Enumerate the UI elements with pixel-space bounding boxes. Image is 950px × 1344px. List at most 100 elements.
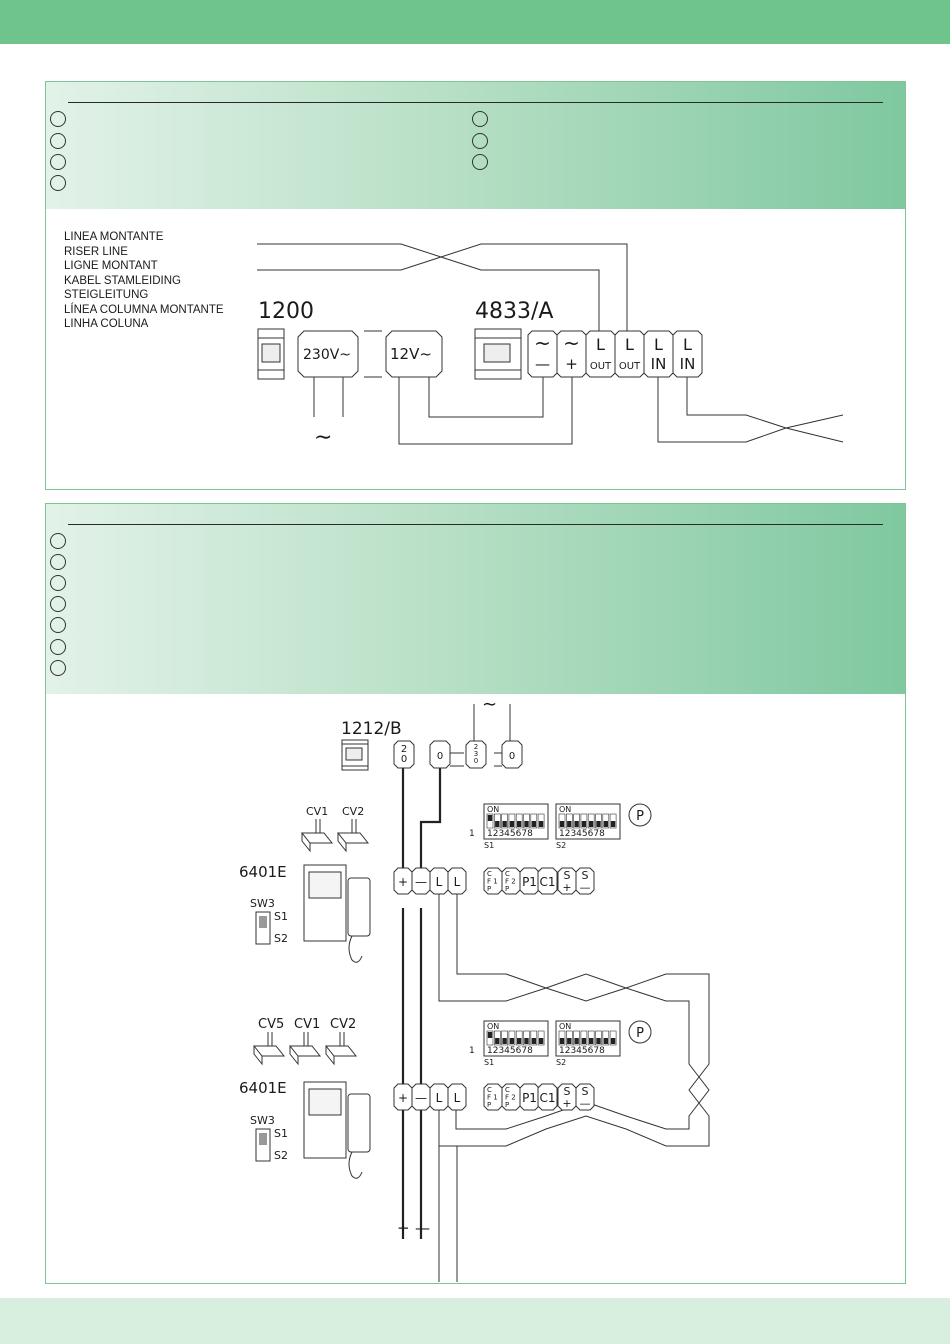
dip-index: 1 <box>469 829 475 839</box>
monitor-terminal: L <box>447 867 467 895</box>
terminal-top-label: L <box>683 335 692 354</box>
header-bar <box>0 0 950 44</box>
riser-label: LIGNE MONTANT <box>64 260 158 272</box>
riser-label: LINHA COLUNA <box>64 318 149 330</box>
distributor-4833-icon <box>474 328 522 380</box>
footer-bar <box>0 1298 950 1344</box>
psu-output-terminal <box>385 330 443 378</box>
mains-symbol: ∼ <box>314 425 332 450</box>
monitor2-icon <box>303 1081 371 1179</box>
language-bullet <box>50 660 66 676</box>
terminal-label: C <box>505 870 510 878</box>
dip-numbers: 12345678 <box>487 829 533 839</box>
monitor-terminal: P1 <box>519 1083 540 1111</box>
terminal-label: P <box>505 885 509 893</box>
terminal-top-label: ~ <box>534 331 551 355</box>
riser-label: KABEL STAMLEIDING <box>64 274 181 287</box>
switch-pos-s1: S1 <box>274 910 288 923</box>
monitor-terminal: C1 <box>537 1083 558 1111</box>
terminal-label: C1 <box>539 1091 555 1105</box>
call-button-label: CV2 <box>330 1017 356 1032</box>
psu-1212b-label: 1212/B <box>341 719 402 739</box>
dip-on-label: ON <box>487 1022 499 1031</box>
sw3-switch-knob <box>259 1133 267 1145</box>
terminal-bottom-label: IN <box>680 355 696 373</box>
p-label: P <box>636 809 644 824</box>
call-button-label: CV1 <box>294 1017 320 1032</box>
dip-numbers: 12345678 <box>487 1046 533 1056</box>
dip-index: 1 <box>469 1046 475 1056</box>
switch-pos-s1: S1 <box>274 1127 288 1140</box>
distributor-terminal: ~+ <box>556 330 587 378</box>
dip-numbers: 12345678 <box>559 1046 605 1056</box>
multilingual-text-band <box>46 82 905 209</box>
monitor1-model-label: 6401E <box>239 863 287 881</box>
riser-label: RISER LINE <box>64 245 128 258</box>
riser-label: STEIGLEITUNG <box>64 289 149 301</box>
monitor-terminal: CF 2P <box>501 867 521 895</box>
terminal-label: — <box>415 1091 427 1105</box>
call-button-cv1: CV1 <box>300 805 334 853</box>
monitor-terminal: S— <box>575 867 595 895</box>
mains-symbol: ∼ <box>482 694 497 715</box>
distributor-model-label: 4833/A <box>475 299 553 324</box>
monitor-terminal: P1 <box>519 867 540 895</box>
monitor-terminal: S+ <box>557 1083 577 1111</box>
monitor-terminal: S— <box>575 1083 595 1111</box>
language-bullet <box>50 533 66 549</box>
terminal-top-label: ~ <box>563 331 580 355</box>
riser-label: LÍNEA COLUMNA MONTANTE <box>64 303 224 316</box>
p-button: P <box>628 1020 652 1044</box>
psu-terminal-label: 2 <box>401 744 407 755</box>
psu-terminal: 20 <box>393 740 415 769</box>
language-bullet <box>472 111 488 127</box>
monitor-terminal: CF 1P <box>483 1083 503 1111</box>
monitor-terminal: — <box>411 1083 431 1111</box>
psu-terminal: 0 <box>501 740 523 769</box>
language-bullet <box>50 175 66 191</box>
terminal-top-label: L <box>654 335 663 354</box>
monitor-terminal: L <box>429 1083 449 1111</box>
psu-terminal: 0 <box>429 740 451 769</box>
monitor-terminal: + <box>393 867 413 895</box>
monitor-terminal: CF 1P <box>483 867 503 895</box>
bottom-polarity-minus: — <box>415 1219 430 1237</box>
band-rule <box>68 524 883 525</box>
terminal-label: C <box>487 1086 492 1094</box>
distributor-terminal: L OUT <box>614 330 645 378</box>
monitor-terminal: — <box>411 867 431 895</box>
dip-numbers: 12345678 <box>559 829 605 839</box>
terminal-label: F 2 <box>505 1094 516 1102</box>
terminal-label: + <box>398 875 408 889</box>
psu-1212b-icon <box>341 739 369 771</box>
switch-label: SW3 <box>250 897 275 910</box>
multilingual-text-band <box>46 504 905 694</box>
language-bullet <box>50 111 66 127</box>
distributor-terminal: LIN <box>672 330 703 378</box>
terminal-label: L <box>436 875 443 889</box>
terminal-label: S <box>564 1085 571 1098</box>
p-button: P <box>628 803 652 827</box>
call-button-cv2: CV2 <box>324 1017 358 1066</box>
terminal-label: — <box>580 1097 591 1110</box>
language-bullet <box>50 554 66 570</box>
terminal-label: — <box>580 881 591 894</box>
dip-on-label: ON <box>559 805 571 814</box>
language-bullet <box>472 133 488 149</box>
terminal-bottom-label: OUT <box>619 361 641 372</box>
riser-line-labels: LINEA MONTANTE RISER LINE LIGNE MONTANT … <box>64 230 224 332</box>
call-button-cv1: CV1 <box>288 1017 322 1066</box>
switch-pos-s2: S2 <box>274 932 288 945</box>
p-label: P <box>636 1026 644 1041</box>
monitor-terminal: C1 <box>537 867 558 895</box>
terminal-top-label: L <box>625 335 634 354</box>
terminal-label: S <box>582 869 589 882</box>
diagram-panel-power-distributor: LINEA MONTANTE RISER LINE LIGNE MONTANT … <box>45 81 906 490</box>
monitor1-icon <box>303 864 371 963</box>
